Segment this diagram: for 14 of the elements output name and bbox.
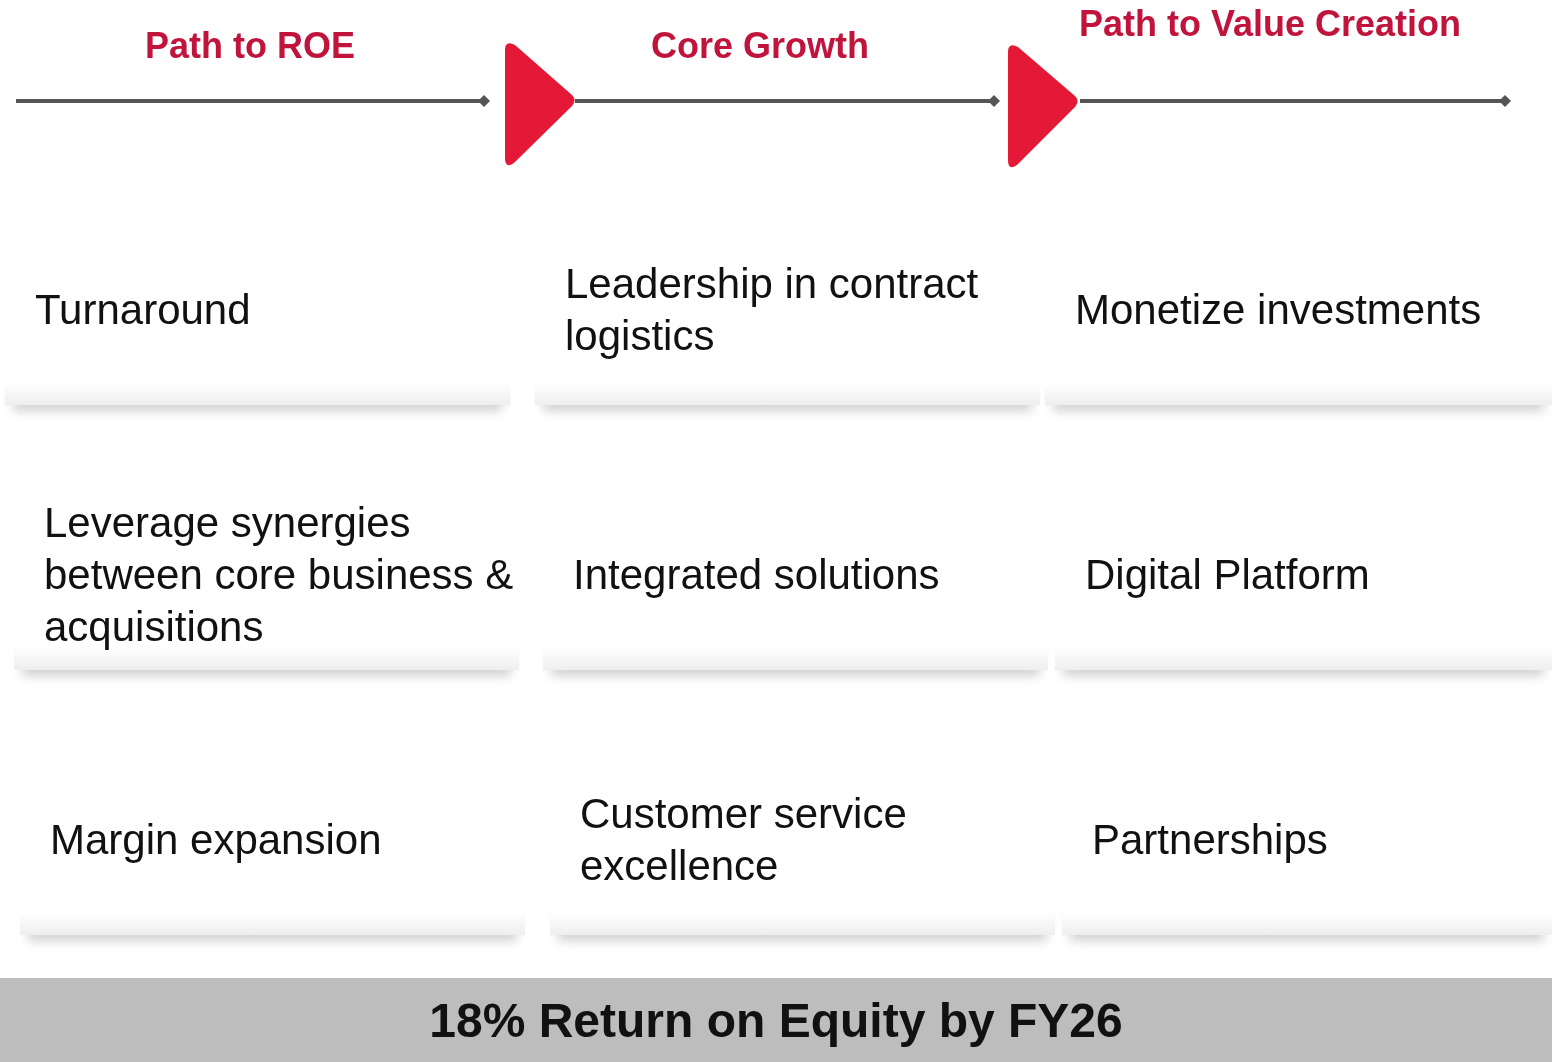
strategy-item: Partnerships (1092, 815, 1328, 865)
strategy-item: Customer service excellence (580, 789, 908, 891)
goal-banner-text: 18% Return on Equity by FY26 (429, 992, 1123, 1048)
column-heading: Core Growth (650, 24, 870, 68)
strategy-item: Margin expansion (50, 815, 382, 865)
goal-banner (0, 978, 1552, 1062)
column-heading: Path to ROE (144, 24, 356, 68)
strategy-item: Leverage synergies between core business & acquisitions (44, 498, 515, 652)
strategy-item: Turnaround (35, 285, 251, 335)
strategy-item: Digital Platform (1085, 550, 1370, 600)
strategy-item: Integrated solutions (573, 550, 940, 600)
strategy-item: Leadership in contract logistics (565, 259, 980, 361)
column-heading: Path to Value Creation (1077, 2, 1463, 46)
strategy-item: Monetize investments (1075, 285, 1482, 335)
